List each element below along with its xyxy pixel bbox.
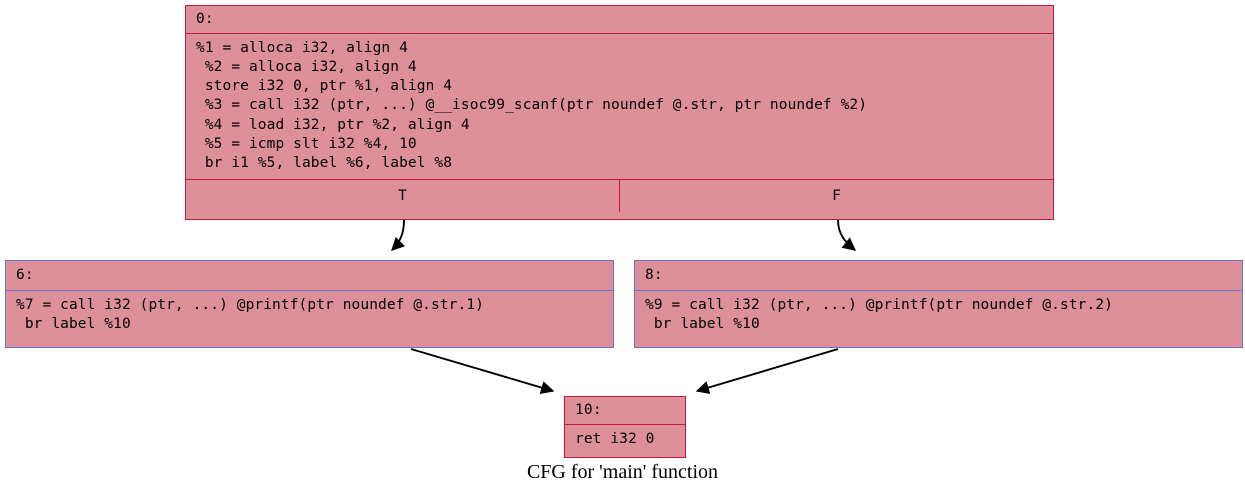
graph-caption: CFG for 'main' function bbox=[526, 461, 719, 483]
node-exit-code: ret i32 0 bbox=[565, 423, 685, 455]
cfg-node-true-branch[interactable]: 6: %7 = call i32 (ptr, ...) @printf(ptr … bbox=[5, 260, 614, 348]
node-false-branch-code: %9 = call i32 (ptr, ...) @printf(ptr nou… bbox=[635, 289, 1242, 340]
edge-true-exit bbox=[410, 348, 555, 394]
false-port[interactable]: F bbox=[619, 179, 1053, 213]
node-exit-label: 10: bbox=[575, 402, 602, 418]
cfg-node-exit[interactable]: 10: ret i32 0 bbox=[564, 396, 686, 458]
edge-entry-false bbox=[837, 219, 857, 251]
cfg-node-entry[interactable]: 0: %1 = alloca i32, align 4 %2 = alloca … bbox=[185, 5, 1054, 220]
node-false-branch-label: 8: bbox=[645, 267, 663, 283]
edge-entry-true bbox=[391, 219, 406, 251]
node-true-branch-code: %7 = call i32 (ptr, ...) @printf(ptr nou… bbox=[6, 289, 613, 340]
cfg-node-false-branch[interactable]: 8: %9 = call i32 (ptr, ...) @printf(ptr … bbox=[634, 260, 1243, 348]
edge-false-exit bbox=[695, 348, 839, 394]
node-entry-label: 0: bbox=[196, 11, 214, 27]
node-entry-ports: T F bbox=[186, 178, 1053, 213]
node-true-branch-label: 6: bbox=[16, 267, 34, 283]
node-entry-code: %1 = alloca i32, align 4 %2 = alloca i32… bbox=[186, 32, 1053, 179]
true-port[interactable]: T bbox=[398, 187, 407, 204]
